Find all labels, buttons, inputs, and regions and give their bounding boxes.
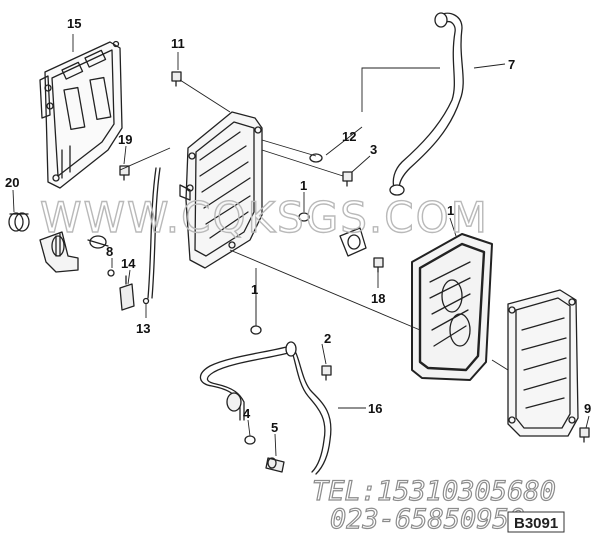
callout-1-low: 1 xyxy=(251,282,258,297)
elbow-clamp xyxy=(87,235,109,249)
callout-2: 2 xyxy=(324,331,331,346)
lower-tube xyxy=(199,341,332,475)
callout-1-mid: 1 xyxy=(300,178,307,193)
callout-8: 8 xyxy=(106,244,113,259)
callout-20: 20 xyxy=(5,175,19,190)
bolt-9 xyxy=(579,427,590,443)
sensor xyxy=(119,275,135,311)
callout-labels: 15 11 7 12 3 19 20 1 1 8 14 13 18 1 2 16… xyxy=(5,16,591,435)
fitting-5 xyxy=(265,457,285,473)
washer-12 xyxy=(309,153,323,163)
callout-4: 4 xyxy=(243,406,251,421)
callout-11: 11 xyxy=(171,36,185,51)
callout-5: 5 xyxy=(271,420,278,435)
upper-hose xyxy=(389,12,464,196)
cooler-cover xyxy=(507,289,579,437)
hose-clamp xyxy=(8,212,30,232)
callout-3: 3 xyxy=(370,142,377,157)
small-tube xyxy=(147,167,157,299)
callout-13: 13 xyxy=(136,321,150,336)
watermark-site: WWW.CQKSGS.COM xyxy=(40,193,489,242)
watermark-phone-2: 023-65850950 xyxy=(330,504,525,535)
callout-16: 16 xyxy=(368,401,382,416)
washer-4 xyxy=(244,435,256,445)
bolt-3 xyxy=(342,171,353,187)
reference-code: B3091 xyxy=(514,515,558,532)
callout-14: 14 xyxy=(121,256,136,271)
washer-1-low xyxy=(250,325,262,335)
cooler-housing xyxy=(179,111,263,269)
bolt-11 xyxy=(171,71,182,87)
bolt-2 xyxy=(321,365,332,381)
gasket-clamp xyxy=(339,227,367,257)
mounting-bracket xyxy=(39,40,123,189)
washer-1-mid xyxy=(298,212,310,222)
callout-9: 9 xyxy=(584,401,591,416)
callout-12: 12 xyxy=(342,129,356,144)
callout-19: 19 xyxy=(118,132,132,147)
callout-18: 18 xyxy=(371,291,385,306)
watermark-phone-1: TEL:15310305680 xyxy=(312,476,556,507)
fitting-8 xyxy=(107,269,115,277)
reference-code-box xyxy=(507,511,565,533)
callout-7: 7 xyxy=(508,57,515,72)
elbow-fitting xyxy=(39,231,79,273)
bolt-19 xyxy=(119,165,130,181)
bolt-18 xyxy=(373,257,384,273)
callout-1-core: 1 xyxy=(447,203,454,218)
leader-lines xyxy=(12,34,590,457)
cooler-core xyxy=(411,233,493,381)
fitting-13 xyxy=(142,297,150,305)
callout-15: 15 xyxy=(67,16,81,31)
